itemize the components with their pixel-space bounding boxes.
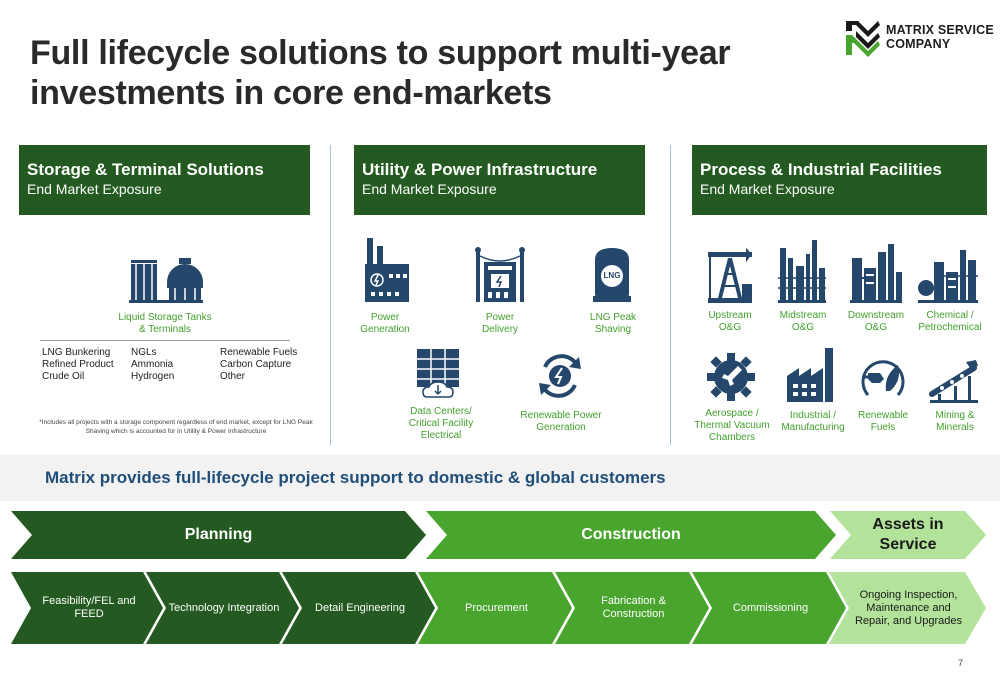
list-item: Refined Product [42,359,114,370]
utility-header: Utility & Power Infrastructure End Marke… [354,145,645,215]
midstream-refinery-icon [776,238,828,304]
conveyor-icon [928,360,980,404]
step-feasibility: Feasibility/FEL and FEED [42,595,136,620]
aerospace-gear-icon [706,352,756,402]
phase-construction-label: Construction [581,526,681,543]
step-technology: Technology Integration [168,601,280,614]
storage-list-col2: NGLs Ammonia Hydrogen [131,347,174,383]
label-chemical: Chemical / Petrochemical [918,310,982,333]
label-renewable-power: Renewable Power Generation [520,410,602,433]
company-logo: MATRIX SERVICE COMPANY [844,17,994,59]
utility-header-subtitle: End Market Exposure [362,181,497,197]
label-midstream: Midstream O&G [779,310,827,333]
column-divider [330,145,331,445]
label-downstream: Downstream O&G [847,310,905,333]
renewable-power-icon [537,353,583,399]
storage-tank-icon [127,254,205,304]
storage-header-title: Storage & Terminal Solutions [27,160,264,179]
step-ongoing-inspection: Ongoing Inspection, Maintenance and Repa… [854,588,962,627]
step-detail-engineering: Detail Engineering [315,601,405,614]
step-arrow [11,572,163,644]
list-item: Ammonia [131,359,174,370]
logo-line1: MATRIX SERVICE [886,23,994,37]
step-arrow [555,572,709,644]
list-item: NGLs [131,347,157,358]
list-item: Renewable Fuels [220,347,298,358]
label-data-centers: Data Centers/ Critical Facility Electric… [408,406,474,441]
step-procurement: Procurement [465,601,528,614]
storage-header: Storage & Terminal Solutions End Market … [19,145,310,215]
phase-arrow-assets [830,511,986,559]
lng-badge: LNG [603,271,621,280]
storage-header-subtitle: End Market Exposure [27,181,162,197]
power-delivery-icon [474,246,526,304]
process-header-title: Process & Industrial Facilities [700,160,942,179]
page-title: Full lifecycle solutions to support mult… [30,34,731,112]
power-plant-icon [363,236,411,304]
storage-list-col1: LNG Bunkering Refined Product Crude Oil [42,347,114,383]
lifecycle-phases: Planning Construction Assets in Service … [0,505,1000,655]
step-commissioning: Commissioning [732,601,809,614]
chemical-plant-icon [916,248,980,304]
list-item: Crude Oil [42,371,85,382]
label-upstream: Upstream O&G [708,310,752,333]
label-lng-peak-shaving: LNG Peak Shaving [589,312,637,335]
biofuel-nozzle-icon [858,355,908,403]
list-item: Other [220,371,246,382]
label-industrial: Industrial / Manufacturing [781,410,845,433]
label-power-delivery: Power Delivery [481,312,519,335]
factory-icon [785,346,837,404]
step-arrow [282,572,435,644]
label-renewable-fuels: Renewable Fuels [857,410,909,433]
downstream-refinery-icon [848,242,904,304]
phase-planning-label: Planning [184,526,253,543]
process-header-subtitle: End Market Exposure [700,181,835,197]
section-rule [40,340,290,341]
logo-line2: COMPANY [886,37,951,51]
list-item: LNG Bunkering [42,347,111,358]
process-header: Process & Industrial Facilities End Mark… [692,145,987,215]
lifecycle-band: Matrix provides full-lifecycle project s… [0,455,1000,501]
column-divider [670,145,671,445]
storage-list-col3: Renewable Fuels Carbon Capture Other [220,347,297,383]
phase-arrow-construction [426,511,836,559]
utility-header-title: Utility & Power Infrastructure [362,160,598,179]
label-liquid-storage: Liquid Storage Tanks & Terminals [118,312,212,335]
oil-pump-icon [706,246,754,304]
label-power-generation: Power Generation [360,312,410,335]
step-arrow [418,572,572,644]
label-aerospace: Aerospace / Thermal Vacuum Chambers [694,408,770,443]
step-fabrication: Fabrication & Construction [601,595,666,620]
label-mining: Mining & Minerals [935,410,975,433]
list-item: Hydrogen [131,371,175,382]
step-arrow [692,572,846,644]
logo-icon [846,21,880,57]
page-number: 7 [958,658,964,668]
step-arrow [829,572,986,644]
step-arrow [146,572,299,644]
phase-assets-label: Assets in Service [872,516,944,553]
data-center-icon [415,347,461,401]
list-item: Carbon Capture [220,359,292,370]
lng-tank-icon: LNG [591,246,633,304]
lifecycle-band-text: Matrix provides full-lifecycle project s… [45,468,666,487]
phase-arrow-planning [11,511,426,559]
storage-footnote: *Includes all projects with a storage co… [39,419,313,435]
